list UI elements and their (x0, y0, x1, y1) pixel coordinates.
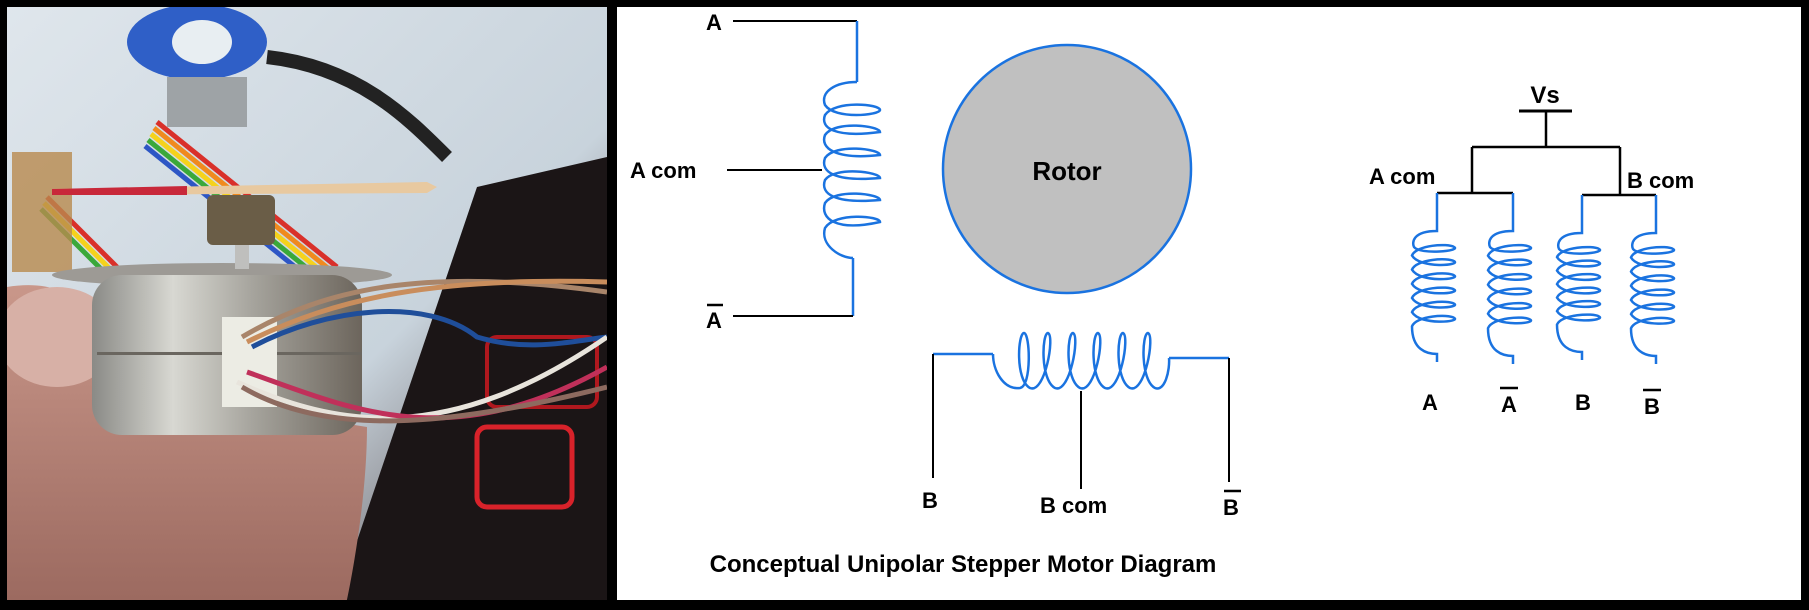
stepper-diagram: A A com A Rotor B B com B Vs (630, 10, 1694, 578)
unipolar-schematic: Vs A com B com A A B B (1369, 82, 1694, 419)
motor-wires (235, 278, 607, 424)
keyboard-shadow (337, 157, 607, 600)
motor-gear (207, 195, 275, 245)
label-a-bar: A (706, 308, 722, 333)
schematic-coil-b (1555, 195, 1602, 360)
schematic-terminal-a: A (1422, 390, 1438, 415)
coil-b: B B com B (922, 331, 1241, 520)
schematic-terminal-a-bar: A (1501, 392, 1517, 417)
label-b-bar: B (1223, 495, 1239, 520)
pcb-board (12, 152, 72, 272)
schematic-coil-b-bar (1629, 195, 1676, 364)
motor-shaft (235, 239, 249, 269)
coil-a: A A com A (630, 10, 882, 333)
coil-b-winding (991, 331, 1171, 390)
schematic-coil-a-bar (1486, 193, 1533, 364)
label-b: B (922, 488, 938, 513)
black-cable (266, 50, 452, 162)
coil-a-winding (822, 80, 882, 260)
rotor-label: Rotor (1032, 156, 1101, 186)
label-a: A (706, 10, 722, 35)
schematic-coils (1410, 193, 1676, 364)
label-schematic-b-com: B com (1627, 168, 1694, 193)
solder-spool-body (167, 77, 247, 127)
label-vs: Vs (1530, 82, 1559, 109)
keyboard-key-glow (474, 424, 575, 510)
diagram-panel: A A com A Rotor B B com B Vs (617, 7, 1801, 600)
diagram-caption: Conceptual Unipolar Stepper Motor Diagra… (710, 551, 1217, 578)
rotor: Rotor (941, 43, 1193, 295)
label-schematic-a-com: A com (1369, 164, 1435, 189)
thumb (7, 287, 117, 387)
rotor-circle (941, 43, 1193, 295)
schematic-coil-a (1410, 193, 1457, 362)
toothpick-red-tip (52, 186, 187, 195)
schematic-terminal-b: B (1575, 390, 1591, 415)
label-a-com: A com (630, 158, 696, 183)
photo-illustration (7, 7, 607, 600)
stepper-motor-photo (7, 7, 607, 600)
solder-spool-core (172, 20, 232, 64)
schematic-terminal-b-bar: B (1644, 394, 1660, 419)
label-b-com: B com (1040, 493, 1107, 518)
